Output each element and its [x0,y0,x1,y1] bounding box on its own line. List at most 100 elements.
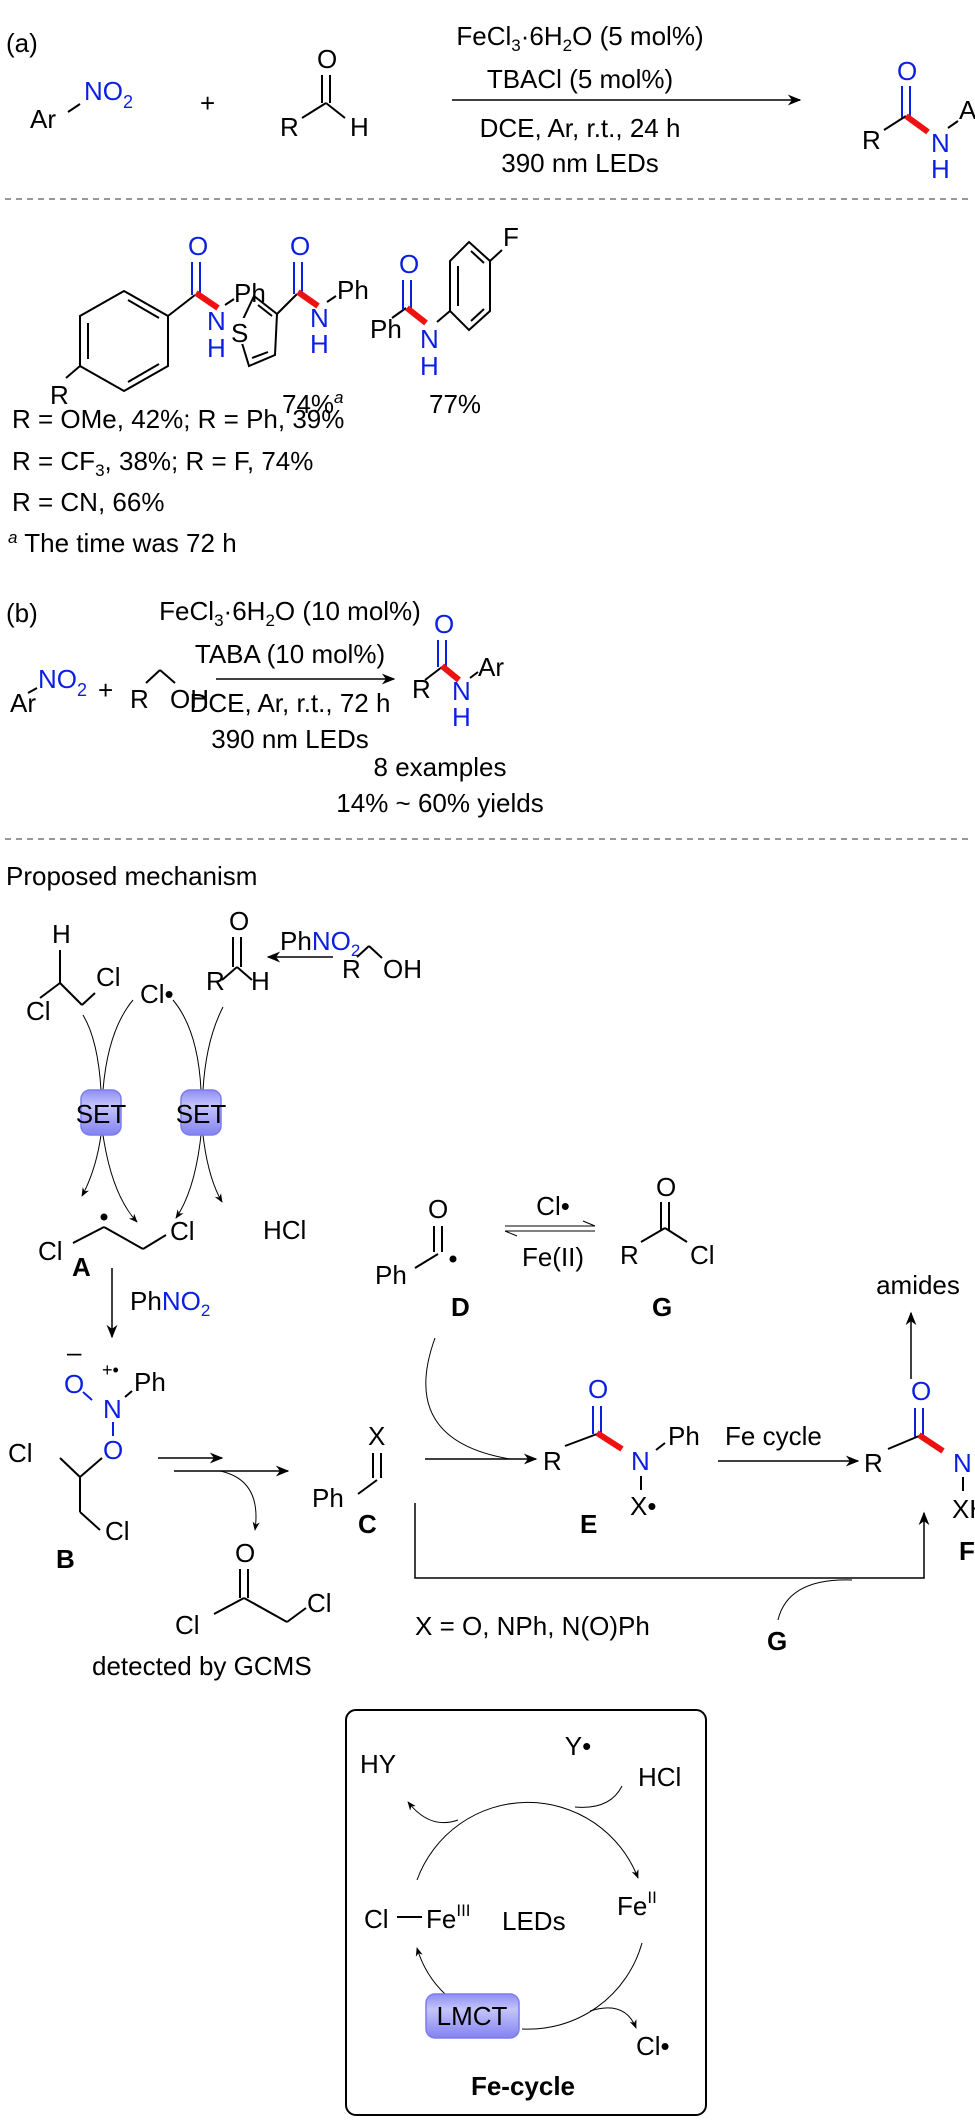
svg-text:Ph: Ph [370,314,402,344]
intermediate-c: X Ph C [312,1421,385,1539]
intermediate-b: – O +• N Ph O Cl Cl B [8,1337,166,1574]
compound-label: C [358,1509,377,1539]
yield-line: R = CN, 66% [12,487,164,517]
svg-text:R: R [50,380,69,410]
part-a-label: (a) [6,28,38,58]
equilibrium-top: Cl• [536,1191,570,1221]
svg-text:Ph: Ph [134,1367,166,1397]
svg-text:NO2: NO2 [38,664,87,700]
amide-product-a: O R N H Ar [862,56,975,184]
svg-text:R: R [206,966,225,996]
svg-text:Cl: Cl [170,1216,195,1246]
reaction-conditions-b: FeCl3·6H2O (10 mol%) TABA (10 mol%) DCE,… [159,596,421,754]
examples-count: 8 examples [374,752,507,782]
svg-text:R: R [342,954,361,984]
svg-text:Ph: Ph [668,1421,700,1451]
svg-text:–: – [67,1337,82,1367]
catalyst-text: FeCl3·6H2O (10 mol%) [159,596,421,630]
new-bond [296,289,320,309]
fe3-species: Cl FeIII [364,1901,471,1934]
svg-text:O: O [399,249,419,279]
new-bond [194,290,220,311]
svg-text:Ar: Ar [10,688,36,718]
svg-text:Ar: Ar [478,652,504,682]
hcl-label: HCl [263,1215,306,1245]
cycle-arc-bottom [521,1942,643,2030]
svg-text:Cl: Cl [8,1438,33,1468]
new-bond [917,1432,945,1454]
new-bond [440,663,461,683]
svg-text:N: N [452,676,471,706]
hy-label: HY [360,1749,396,1779]
cycle-arc-top [416,1801,639,1881]
set-badge [80,1089,122,1136]
mechanism-title: Proposed mechanism [6,861,257,891]
svg-text:Cl: Cl [307,1588,332,1618]
svg-text:OH: OH [383,954,422,984]
svg-text:S: S [231,318,248,348]
svg-text:Cl: Cl [26,996,51,1026]
fe-cycle-frame [345,1709,707,2116]
x-definition: X = O, NPh, N(O)Ph [415,1611,650,1641]
yield-line: R = OMe, 42%; R = Ph, 39% [12,404,344,434]
svg-text:O: O [229,906,249,936]
solvent-text: DCE, Ar, r.t., 72 h [190,688,391,718]
svg-text:R: R [280,112,299,142]
svg-text:O: O [656,1172,676,1202]
bond [67,103,81,113]
intermediate-f: O R N Ph XH F [864,1376,975,1566]
set-badge [180,1089,222,1136]
lmct-badge [425,1993,520,2039]
new-bond [595,1430,624,1452]
fe-cycle-label: Fe cycle [725,1421,822,1451]
nitro-group: NO2 [84,76,133,112]
alcohol-reactant: R OH [130,669,209,714]
svg-text:N: N [310,303,329,333]
svg-text:N: N [207,306,226,336]
oxidant-label: PhNO2 [280,926,360,960]
svg-text:N: N [953,1448,972,1478]
svg-text:Cl: Cl [38,1236,63,1266]
equilibrium-bottom: Fe(II) [522,1242,584,1272]
compound-label: D [451,1292,470,1322]
compound-label: F [959,1536,975,1566]
svg-text:O: O [103,1435,123,1465]
radical-dot [100,1213,108,1221]
plus-sign: + [98,675,113,705]
hcl-label: HCl [638,1762,681,1792]
svg-text:R: R [862,125,881,155]
compound-label: B [56,1544,75,1574]
yield-label: 74%a [282,388,344,419]
fe-cycle-box: Y• HY HCl Cl FeIII LEDs FeII LMCT Cl• Fe… [345,1709,707,2116]
light-text: 390 nm LEDs [501,148,659,178]
nitroarene-reactant: Ar NO2 [30,76,133,134]
svg-text:Cl: Cl [175,1610,200,1640]
fe-cycle-title: Fe-cycle [471,2071,575,2101]
svg-text:H: H [931,154,950,184]
svg-text:SET: SET [76,1099,127,1129]
fe2-species: FeII [617,1888,657,1921]
svg-text:N: N [631,1446,650,1476]
compound-label: G [652,1292,672,1322]
svg-text:R: R [864,1448,883,1478]
y-radical: Y• [565,1731,591,1761]
solvent-text: DCE, Ar, r.t., 24 h [480,113,681,143]
intermediate-a: Cl Cl A [38,1213,195,1282]
additive-text: TABA (10 mol%) [195,639,385,669]
svg-text:F: F [503,222,519,252]
aldehyde: O R H [206,906,270,996]
part-b-label: (b) [6,598,38,628]
svg-text:R: R [620,1240,639,1270]
svg-text:Ph: Ph [312,1483,344,1513]
reaction-conditions-a: FeCl3·6H2O (5 mol%) TBACl (5 mol%) DCE, … [452,21,802,178]
svg-text:Cl: Cl [690,1240,715,1270]
example-fluorophenyl-amide: Ph O N H F 77% [370,222,519,419]
leds-label: LEDs [502,1906,566,1936]
svg-text:Cl: Cl [96,962,121,992]
svg-text:O: O [64,1369,84,1399]
svg-text:N: N [420,324,439,354]
svg-text:XH: XH [952,1494,975,1524]
compound-label: E [580,1509,597,1539]
part-b: (b) Ar NO2 + R OH FeCl3·6H2O (10 mol%) T… [6,596,544,818]
yield-line: R = CF3, 38%; R = F, 74% [12,446,313,480]
